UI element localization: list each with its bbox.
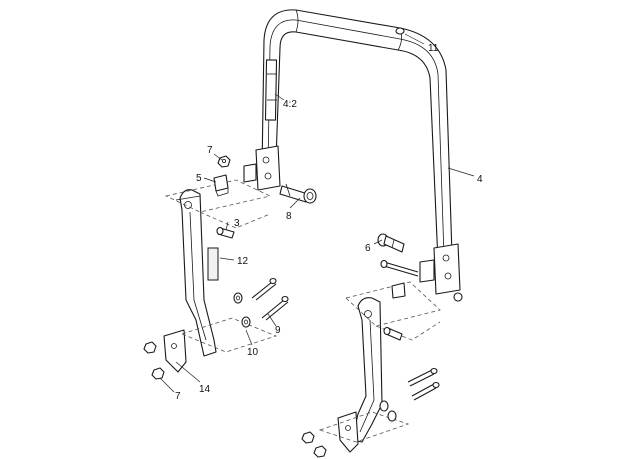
callout-6: 6 <box>365 243 371 254</box>
nut-right-a <box>301 431 315 444</box>
callout-7-top: 7 <box>207 145 213 156</box>
callout-8: 8 <box>286 211 292 222</box>
callout-5: 5 <box>196 173 202 184</box>
callout-labels: 11 4:2 4 7 5 8 3 6 12 9 10 14 7 <box>175 43 483 402</box>
callout-4-2: 4:2 <box>283 99 297 110</box>
callout-3: 3 <box>234 218 240 229</box>
callout-12: 12 <box>237 256 249 267</box>
cap-11 <box>395 27 405 35</box>
washer-10-upper <box>233 292 243 304</box>
callout-11: 11 <box>428 43 439 54</box>
bolt-9-lower <box>261 295 289 321</box>
pin-3 <box>216 226 235 239</box>
leader-lines <box>159 33 475 393</box>
alignment-lines <box>164 179 441 443</box>
nut-7-top <box>217 155 231 168</box>
callout-4: 4 <box>477 174 483 185</box>
nut-left-top <box>143 341 157 354</box>
left-foot-plate <box>163 329 187 373</box>
right-bolts <box>379 367 440 422</box>
callout-7-bottom: 7 <box>175 391 181 402</box>
washer-10-lower <box>241 316 251 328</box>
nut-7-bottom <box>151 367 165 380</box>
callout-9: 9 <box>275 325 281 336</box>
pin-8 <box>279 183 317 204</box>
callout-14: 14 <box>199 384 211 395</box>
right-bolt <box>380 259 419 277</box>
hoop-left-bracket <box>243 145 281 191</box>
callout-10: 10 <box>247 347 259 358</box>
hoop-right-bracket <box>419 243 463 302</box>
roll-bar-hoop <box>261 9 453 263</box>
pin-6 <box>377 233 405 253</box>
right-clip <box>391 282 406 299</box>
right-small-pin <box>383 326 403 341</box>
nut-right-b <box>313 445 327 458</box>
bolt-9-upper <box>251 277 277 301</box>
right-upright <box>351 297 383 443</box>
left-upright <box>175 189 219 357</box>
clip-5 <box>213 174 229 197</box>
